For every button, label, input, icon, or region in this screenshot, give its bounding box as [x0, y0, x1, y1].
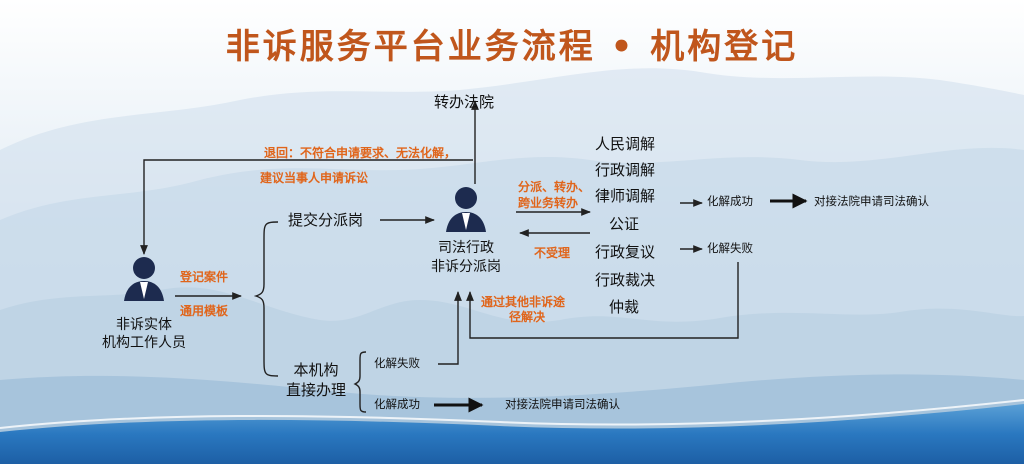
node-direct: 直接办理 [285, 381, 346, 399]
outcome-fail: 化解失败 [374, 356, 420, 370]
connectors [140, 100, 739, 413]
outcome-success: 化解成功 [707, 194, 753, 208]
node-worker: 非诉实体 [116, 317, 172, 333]
node-transfer-court: 转办法院 [434, 93, 495, 111]
not-accepted-label: 不受理 [534, 246, 571, 260]
node-direct: 本机构 [293, 361, 339, 379]
outcome-success: 化解成功 [374, 397, 420, 411]
node-submit-post: 提交分派岗 [288, 211, 364, 229]
other-route-label: 通过其他非诉途 [481, 295, 566, 309]
thick-arrows [434, 193, 808, 413]
assign-label: 跨业务转办 [518, 196, 579, 210]
method-item: 律师调解 [595, 187, 656, 205]
person-icon [446, 187, 486, 232]
assign-label: 分派、转办、 [518, 180, 591, 194]
bottom-wave-band [0, 404, 1024, 464]
page-title: 非诉服务平台业务流程 • 机构登记 [225, 27, 799, 67]
return-label: 退回：不符合申请要求、无法化解， [264, 146, 457, 160]
template-label: 通用模板 [180, 304, 229, 318]
node-dispatch-post: 司法行政 [438, 240, 494, 256]
wave-highlight [0, 399, 1024, 429]
method-item: 人民调解 [595, 135, 656, 153]
other-route-label: 径解决 [509, 310, 546, 324]
method-item: 仲裁 [609, 298, 640, 316]
method-item: 行政复议 [595, 243, 656, 261]
person-icon [124, 257, 164, 301]
node-worker: 机构工作人员 [102, 335, 186, 351]
method-item: 公证 [609, 215, 640, 233]
method-item: 行政调解 [595, 161, 656, 179]
register-label: 登记案件 [180, 270, 229, 284]
outcome-confirm: 对接法院申请司法确认 [505, 397, 620, 411]
node-dispatch-post: 非诉分派岗 [431, 259, 501, 275]
method-item: 行政裁决 [595, 271, 656, 289]
outcome-fail: 化解失败 [707, 241, 753, 255]
outcome-confirm: 对接法院申请司法确认 [814, 194, 929, 208]
return-label: 建议当事人申请诉讼 [260, 171, 369, 185]
